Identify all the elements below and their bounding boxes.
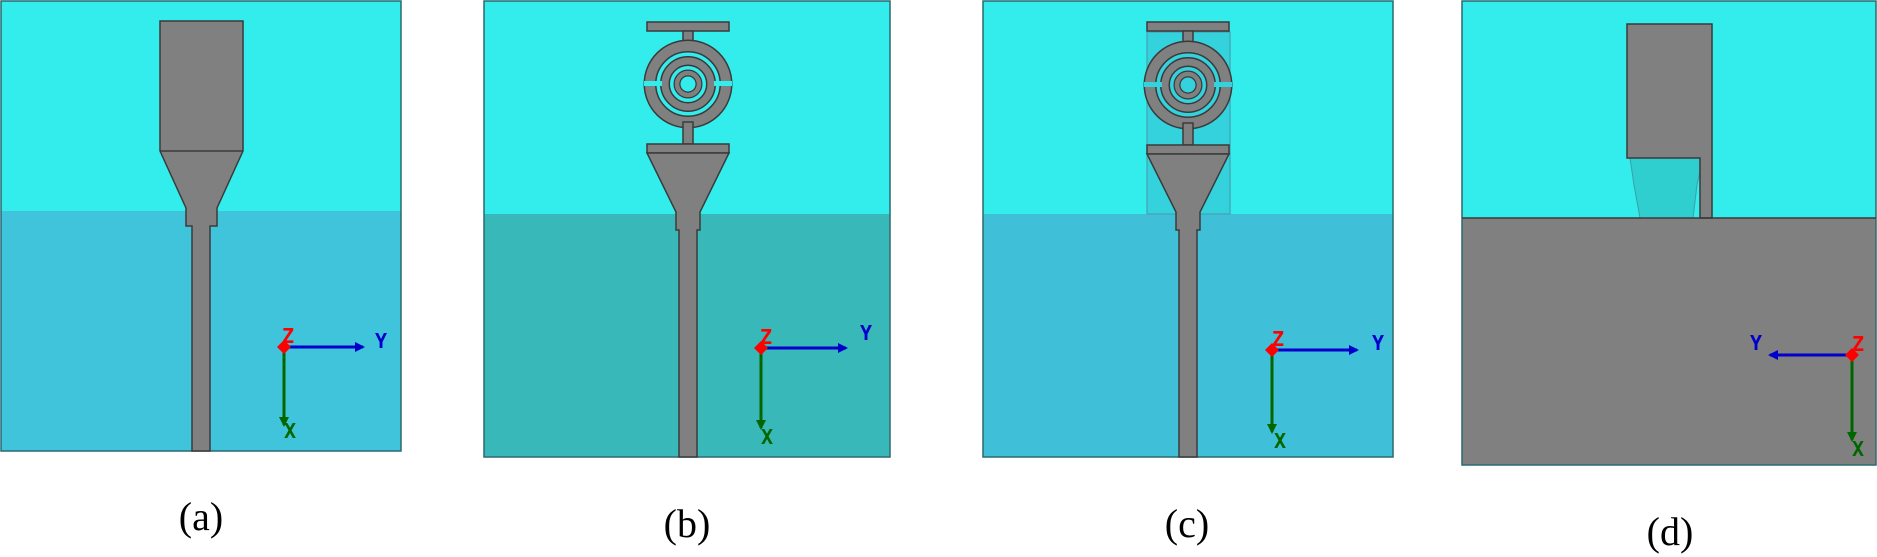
panel-c-feed-line	[1145, 153, 1231, 458]
panel-d-caption: (d)	[1647, 509, 1694, 554]
panel-c-z-label: Z	[1272, 327, 1284, 351]
panel-a-z-label: Z	[282, 324, 294, 348]
panel-b: Z Y X (b)	[483, 0, 891, 546]
panel-b-outer-gap-left	[644, 81, 662, 86]
panel-c: Z Y X (c)	[982, 0, 1394, 546]
panel-b-caption: (b)	[664, 501, 711, 546]
panel-c-y-label: Y	[1372, 331, 1384, 355]
panel-d-y-label: Y	[1750, 331, 1762, 355]
panel-b-bottom-bar	[646, 143, 730, 154]
panel-d-z-marker	[1845, 348, 1859, 362]
panel-c-bottom-stem	[1182, 122, 1194, 146]
panel-d-x-label: X	[1852, 437, 1864, 461]
panel-d-z-label: Z	[1852, 332, 1864, 356]
panel-d-border	[1461, 0, 1877, 466]
panel-c-bottom-bar	[1146, 144, 1230, 155]
panel-a-axis-triad: Z Y X	[277, 324, 387, 443]
panel-d: Z Y X (d)	[1461, 0, 1877, 554]
panel-b-inner-ring-fill	[674, 70, 702, 98]
panel-c-outer-gap-left	[1144, 82, 1162, 87]
panel-b-z-label: Z	[760, 325, 772, 349]
panel-a-z-marker	[277, 340, 291, 354]
panel-a: Z Y X (a)	[0, 0, 402, 539]
panel-b-outer-gap-right	[714, 81, 732, 86]
panel-b-axis-triad: Z Y X	[754, 321, 872, 449]
panel-c-outer-gap-right	[1214, 82, 1232, 87]
panel-a-caption: (a)	[179, 494, 223, 539]
panel-b-y-label: Y	[860, 321, 872, 345]
panel-d-axis-triad: Z Y X	[1750, 331, 1864, 461]
panel-c-axis-triad: Z Y X	[1265, 327, 1384, 453]
panel-c-inner-ring-fill	[1174, 71, 1202, 99]
panel-a-x-label: X	[284, 419, 296, 443]
panel-c-middle-ring-fill	[1161, 58, 1215, 112]
panel-a-y-label: Y	[375, 329, 387, 353]
panel-b-bottom-stem	[682, 121, 694, 145]
panel-b-feed-line	[645, 152, 731, 458]
panel-b-top-bar	[646, 21, 730, 32]
panel-d-ground-plane	[1462, 218, 1876, 465]
panel-d-taper-shadow	[1629, 157, 1704, 219]
panel-b-middle-ring-fill	[661, 57, 715, 111]
panel-b-x-label: X	[761, 425, 773, 449]
panel-c-caption: (c)	[1165, 501, 1209, 546]
panel-b-z-marker	[754, 341, 768, 355]
panel-c-top-bar	[1146, 21, 1230, 32]
panel-c-z-marker	[1265, 343, 1279, 357]
panel-c-x-label: X	[1274, 429, 1286, 453]
